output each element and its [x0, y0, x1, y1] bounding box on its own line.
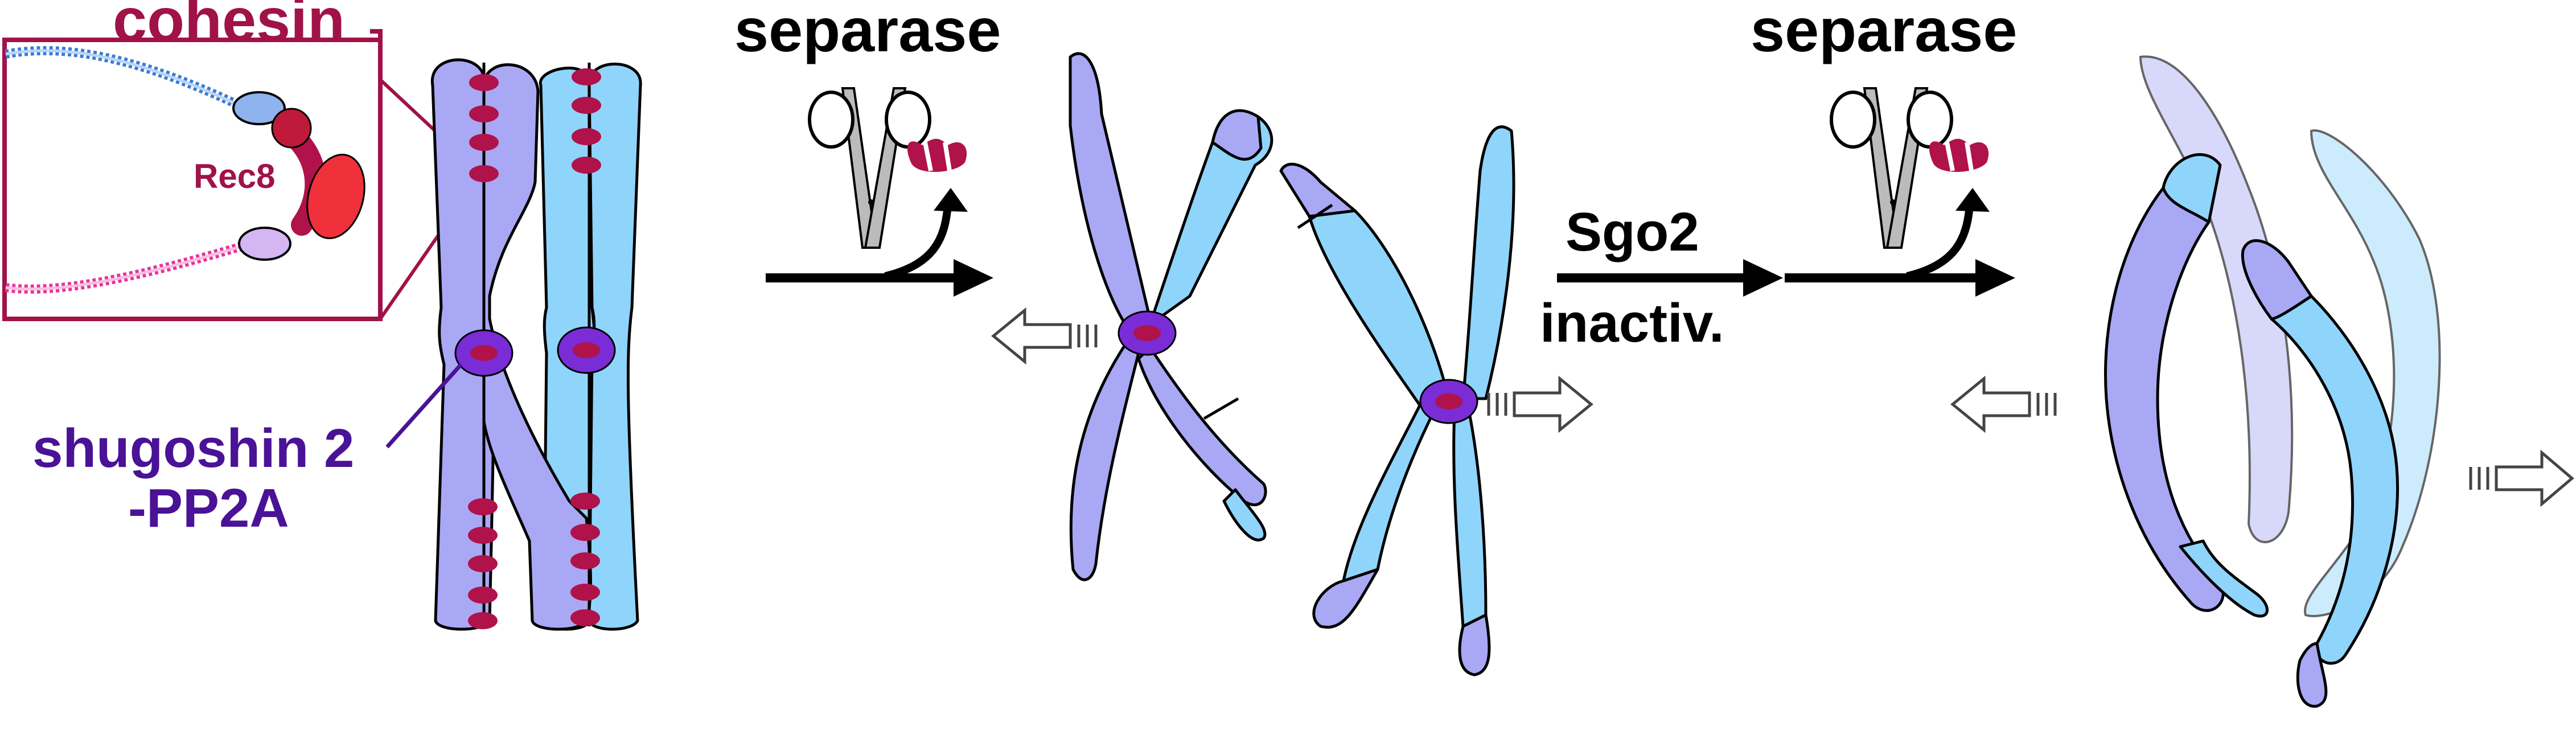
- sgo2-inactivation-step: Sgo2 inactiv.: [1540, 202, 1783, 354]
- cohesin-dots-upper: [469, 68, 601, 182]
- anaphase-I-stage-2: [991, 52, 1593, 676]
- chromosome-blue-x: [1279, 125, 1515, 676]
- separase-step-2: separase: [1751, 0, 2017, 297]
- rec8-partner: [306, 153, 365, 240]
- anaphase-II-stage-3: [1950, 55, 2574, 708]
- smc-head-blue: [232, 91, 286, 125]
- movement-arrow-right-1: [1487, 375, 1593, 433]
- release-arrow-1: [884, 204, 952, 280]
- chromatid-lavender-curved: [2103, 186, 2225, 612]
- cohesin-leader-line: [370, 29, 383, 40]
- scissors-icon-2: [1830, 87, 1953, 249]
- shugoshin-pointer: [385, 363, 463, 449]
- centromere-lavender-core: [470, 345, 498, 361]
- process-arrowhead-1: [954, 259, 993, 297]
- process-arrowhead-3: [1975, 259, 2015, 297]
- cohesin-inset: Rec8 cohesin: [2, 0, 483, 321]
- movement-arrow-left-2: [1950, 375, 2057, 433]
- chromosome-lavender-crossover-arm: [482, 63, 592, 631]
- process-arrowhead-2: [1743, 259, 1783, 297]
- chromosome-lavender-x: [1069, 52, 1273, 581]
- release-arrow-2: [1906, 204, 1974, 280]
- cohesin-dots-lower: [468, 493, 600, 629]
- separase-label-2: separase: [1751, 0, 2017, 64]
- smc-head-lilac: [238, 227, 291, 261]
- movement-arrow-right-2: [2469, 449, 2574, 507]
- release-arrowhead-1: [934, 188, 968, 212]
- separase-step-1: separase: [734, 0, 1001, 297]
- shugoshin-label-line1: shugoshin 2: [32, 418, 354, 479]
- cleaved-rec8-icon: [907, 138, 967, 172]
- bivalent-stage-1: shugoshin 2 -PP2A: [32, 58, 642, 631]
- chromatid-blue-upper-lavender: [2241, 239, 2313, 321]
- scissors-icon: [808, 87, 931, 249]
- chromatid-lavender-end-blue: [2179, 539, 2269, 618]
- rec8-label: Rec8: [194, 157, 275, 195]
- chromatid-blue-curved: [2270, 294, 2400, 665]
- release-arrowhead-2: [1955, 188, 1990, 212]
- chromatid-blue-lower-lavender: [2296, 642, 2328, 708]
- dna-strand-pink-core: [5, 240, 257, 291]
- sgo2-label: Sgo2: [1566, 202, 1699, 263]
- dna-strand-blue-core: [5, 49, 240, 107]
- movement-arrow-left-1: [991, 307, 1098, 365]
- inactiv-label: inactiv.: [1540, 293, 1724, 354]
- centromere-blue-core: [573, 342, 600, 358]
- cohesin-label: cohesin: [113, 0, 345, 54]
- shugoshin-label-line2: -PP2A: [128, 478, 289, 539]
- separase-label-1: separase: [734, 0, 1001, 64]
- chromatid-lavender-tip-blue: [2162, 153, 2222, 224]
- rec8-head: [271, 108, 312, 149]
- faded-chromatid-blue: [2303, 129, 2441, 617]
- cleaved-rec8-icon-2: [1929, 138, 1989, 172]
